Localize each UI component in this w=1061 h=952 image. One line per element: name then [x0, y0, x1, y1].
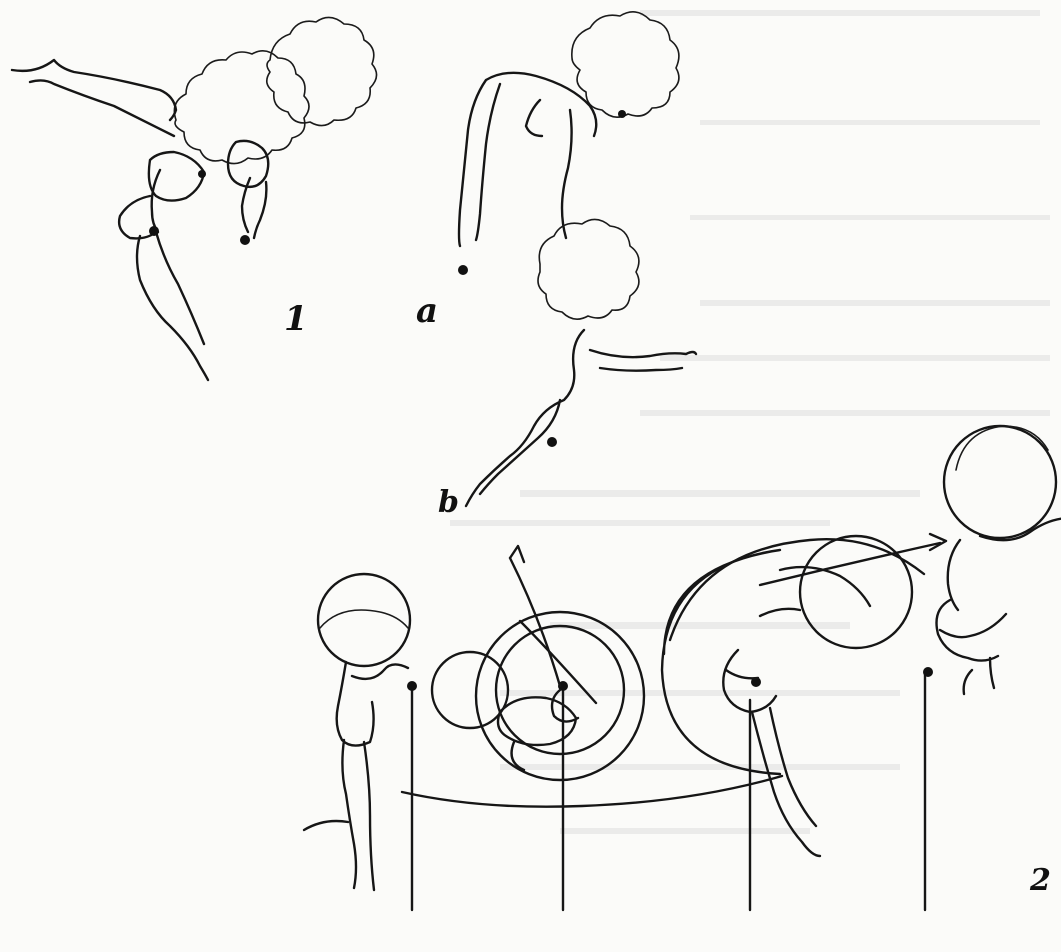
hair-line-1: [320, 610, 408, 628]
body-a: [459, 73, 596, 246]
bent-body: [723, 567, 870, 856]
stage-landing: [937, 426, 1061, 694]
hand-dot-a: [458, 265, 468, 275]
hair-cloud-a: [572, 12, 679, 117]
pose-b-label: b: [438, 488, 459, 518]
body-standing: [337, 662, 408, 890]
hip-dot-a: [618, 110, 626, 118]
pole-4-top: [923, 667, 933, 677]
hair-line-4: [956, 426, 1048, 470]
arrow-head: [930, 534, 946, 550]
stage-standing: [304, 574, 410, 890]
head-bubble-1: [318, 574, 410, 666]
arm-1: [152, 170, 160, 232]
figure-2-label: 2: [1030, 866, 1051, 896]
swing-line-left: [304, 821, 348, 830]
figure-1-label: 1: [284, 302, 308, 336]
pose-a-label: a: [416, 294, 438, 328]
hand-dot-1: [149, 226, 159, 236]
raised-leg: [12, 60, 176, 136]
standing-leg: [137, 232, 208, 380]
rope-line: [402, 776, 782, 807]
figure-1-gymnast-front-walkover: [12, 17, 377, 380]
hair-cloud-1: [174, 51, 309, 164]
landing-body: [937, 518, 1061, 694]
figure-a-handstand-arch: [458, 12, 679, 275]
hair-cloud-b: [538, 219, 639, 319]
figure-b-dive: [466, 219, 696, 506]
figure-2-somersault-sequence: [304, 426, 1061, 910]
hand-dot-b: [547, 437, 557, 447]
hip-dot-1: [198, 170, 206, 178]
torso-phase-2: [228, 141, 268, 238]
spin-arrow-top: [510, 546, 560, 686]
stage-tuck: [432, 546, 644, 780]
head-bubble-4: [944, 426, 1056, 538]
hair-cloud-2: [267, 17, 377, 125]
head-bubble-3: [800, 536, 912, 648]
pole-1-top: [407, 681, 417, 691]
flight-arrow: [760, 543, 940, 585]
torso: [119, 152, 204, 238]
trajectory-spiral: [520, 539, 924, 703]
hand-dot-2: [240, 235, 250, 245]
